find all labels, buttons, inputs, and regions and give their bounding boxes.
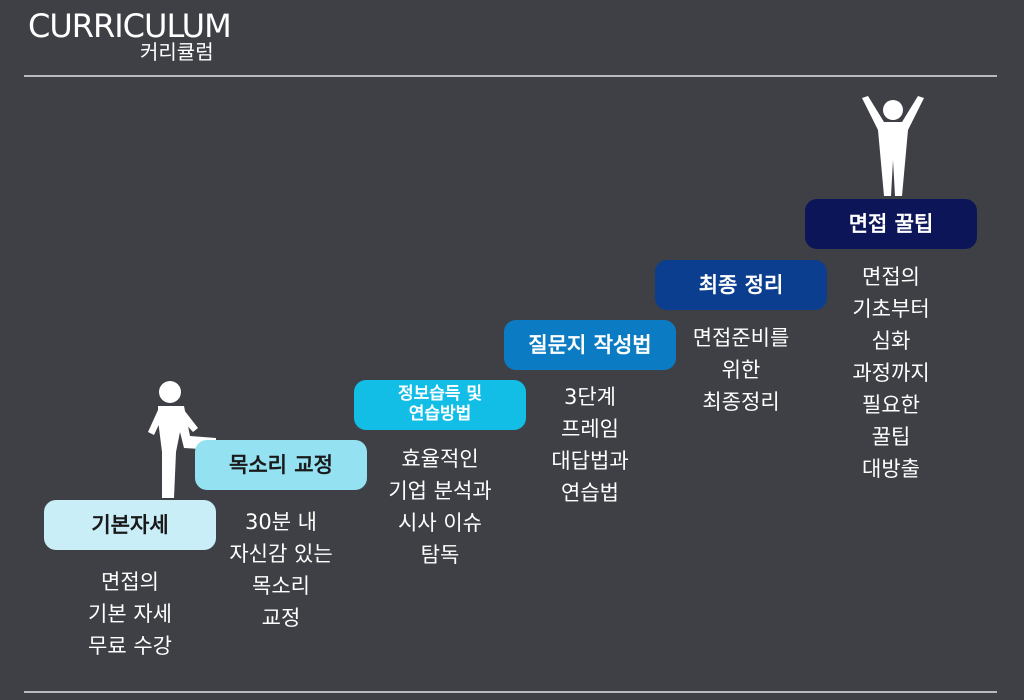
person-celebrating-icon <box>862 96 924 196</box>
step-question-writing-description: 3단계 프레임 대답법과 연습법 <box>504 381 676 509</box>
step-label-line: 연습방법 <box>408 404 472 424</box>
description-line: 효율적인 <box>401 447 479 471</box>
header-subtitle: 커리큘럼 <box>140 40 214 64</box>
description-line: 탐독 <box>420 543 460 567</box>
description-line: 대답법과 <box>551 449 629 473</box>
description-line: 면접준비를 <box>692 326 790 350</box>
description-line: 꿀팁 <box>871 425 911 449</box>
description-line: 대방출 <box>862 457 920 481</box>
person-climbing-stairs-icon <box>148 381 216 498</box>
step-label-line: 정보습득 및 <box>397 384 483 405</box>
step-final-review-description: 면접준비를 위한 최종정리 <box>655 322 827 418</box>
step-voice-correction-description: 30분 내 자신감 있는 목소리 교정 <box>195 506 367 634</box>
step-label: 목소리 교정 <box>229 452 333 477</box>
step-final-review: 최종 정리 <box>655 260 827 310</box>
description-line: 심화 <box>871 329 911 353</box>
step-information-practice-description: 효율적인 기업 분석과 시사 이슈 탐독 <box>354 443 526 571</box>
step-label: 면접 꿀팁 <box>848 211 934 236</box>
description-line: 면접의 <box>101 570 159 594</box>
description-line: 무료 수강 <box>88 634 172 658</box>
step-basic-posture-description: 면접의 기본 자세 무료 수강 <box>44 566 216 662</box>
description-line: 기본 자세 <box>88 602 172 626</box>
step-label: 정보습득 및 연습방법 <box>398 385 482 424</box>
step-question-writing: 질문지 작성법 <box>504 320 676 370</box>
description-line: 연습법 <box>561 481 619 505</box>
step-interview-tips-description: 면접의 기초부터 심화 과정까지 필요한 꿀팁 대방출 <box>805 261 977 485</box>
description-line: 위한 <box>721 358 761 382</box>
step-label: 최종 정리 <box>698 272 784 297</box>
header-title: CURRICULUM <box>28 7 232 45</box>
step-label: 기본자세 <box>91 512 169 537</box>
description-line: 프레임 <box>561 417 619 441</box>
step-label: 질문지 작성법 <box>528 332 652 357</box>
description-line: 시사 이슈 <box>398 511 482 535</box>
description-line: 기업 분석과 <box>388 479 492 503</box>
description-line: 자신감 있는 <box>229 542 333 566</box>
top-divider <box>24 75 997 77</box>
step-voice-correction: 목소리 교정 <box>195 440 367 490</box>
description-line: 최종정리 <box>702 390 780 414</box>
description-line: 과정까지 <box>852 361 930 385</box>
step-basic-posture: 기본자세 <box>44 500 216 550</box>
step-information-practice: 정보습득 및 연습방법 <box>354 380 526 430</box>
step-interview-tips: 면접 꿀팁 <box>805 199 977 249</box>
bottom-divider <box>24 691 997 693</box>
description-line: 기초부터 <box>852 297 930 321</box>
description-line: 면접의 <box>862 265 920 289</box>
description-line: 3단계 <box>563 385 616 409</box>
description-line: 30분 내 <box>244 510 318 534</box>
description-line: 교정 <box>261 606 301 630</box>
description-line: 필요한 <box>862 393 920 417</box>
description-line: 목소리 <box>252 574 310 598</box>
